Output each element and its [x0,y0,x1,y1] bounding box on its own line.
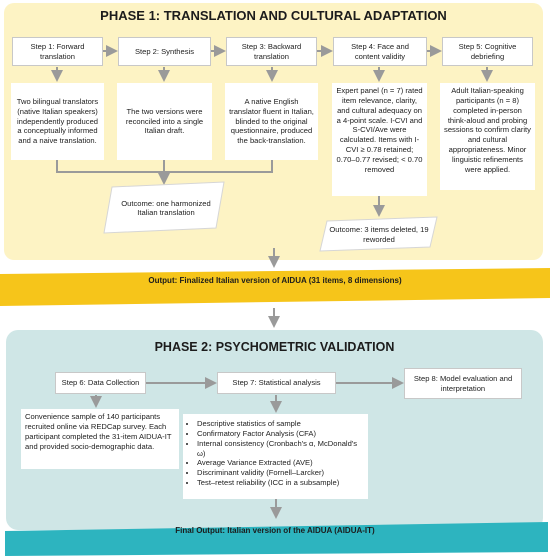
outcome-b-text: Outcome: 3 items deleted, 19 reworded [329,225,429,244]
output-band [0,268,550,306]
list-item: Average Variance Extracted (AVE) [197,458,364,468]
output-text: Output: Finalized Italian version of AID… [148,276,402,285]
step1-title: Step 1: Forward translation [30,42,85,61]
step2-title-box: Step 2: Synthesis [118,37,211,66]
step6-desc-box: Convenience sample of 140 participants r… [21,409,179,469]
step8-title: Step 8: Model evaluation and interpretat… [413,374,513,393]
step1-title-box: Step 1: Forward translation [12,37,103,66]
list-item: Discriminant validity (Fornell–Larcker) [197,468,364,478]
step2-desc: The two versions were reconciled into a … [125,106,204,136]
step3-desc-box: A native English translator fluent in It… [225,83,318,160]
step5-desc-box: Adult Italian-speaking participants (n =… [440,83,535,190]
step5-desc: Adult Italian-speaking participants (n =… [444,86,531,174]
step6-title: Step 6: Data Collection [61,378,140,388]
step2-desc-box: The two versions were reconciled into a … [117,83,212,160]
step7-title-box: Step 7: Statistical analysis [217,372,336,394]
step3-title-box: Step 3: Backward translation [226,37,317,66]
list-item: Internal consistency (Cronbach's α, McDo… [197,439,364,459]
step6-desc: Convenience sample of 140 participants r… [25,412,172,451]
outcome-b: Outcome: 3 items deleted, 19 reworded [322,220,436,249]
step6-title-box: Step 6: Data Collection [55,372,146,394]
step1-desc-box: Two bilingual translators (native Italia… [11,83,104,160]
list-item: Test–retest reliability (ICC in a subsam… [197,478,364,488]
step5-title-box: Step 5: Cognitive debriefing [442,37,533,66]
outcome-a: Outcome: one harmonized Italian translat… [112,187,220,229]
step3-title: Step 3: Backward translation [241,42,302,61]
final-output-text: Final Output: Italian version of the AID… [175,526,375,535]
step1-desc: Two bilingual translators (native Italia… [16,96,99,146]
step8-title-box: Step 8: Model evaluation and interpretat… [404,368,522,399]
list-item: Confirmatory Factor Analysis (CFA) [197,429,364,439]
step7-title: Step 7: Statistical analysis [232,378,321,388]
step2-title: Step 2: Synthesis [134,46,195,56]
step7-list-box: Descriptive statistics of sample Confirm… [183,414,368,499]
step4-desc-box: Expert panel (n = 7) rated item relevanc… [332,83,427,196]
step4-desc: Expert panel (n = 7) rated item relevanc… [336,86,423,174]
list-item: Descriptive statistics of sample [197,419,364,429]
phase1-title: PHASE 1: TRANSLATION AND CULTURAL ADAPTA… [100,8,447,23]
step7-list: Descriptive statistics of sample Confirm… [187,419,364,488]
outcome-a-text: Outcome: one harmonized Italian translat… [121,198,211,217]
step5-title: Step 5: Cognitive debriefing [458,42,517,61]
step4-title: Step 4: Face and content validity [351,42,409,61]
step4-title-box: Step 4: Face and content validity [333,37,427,66]
step3-desc: A native English translator fluent in It… [229,96,314,146]
phase2-title: PHASE 2: PSYCHOMETRIC VALIDATION [154,340,395,354]
